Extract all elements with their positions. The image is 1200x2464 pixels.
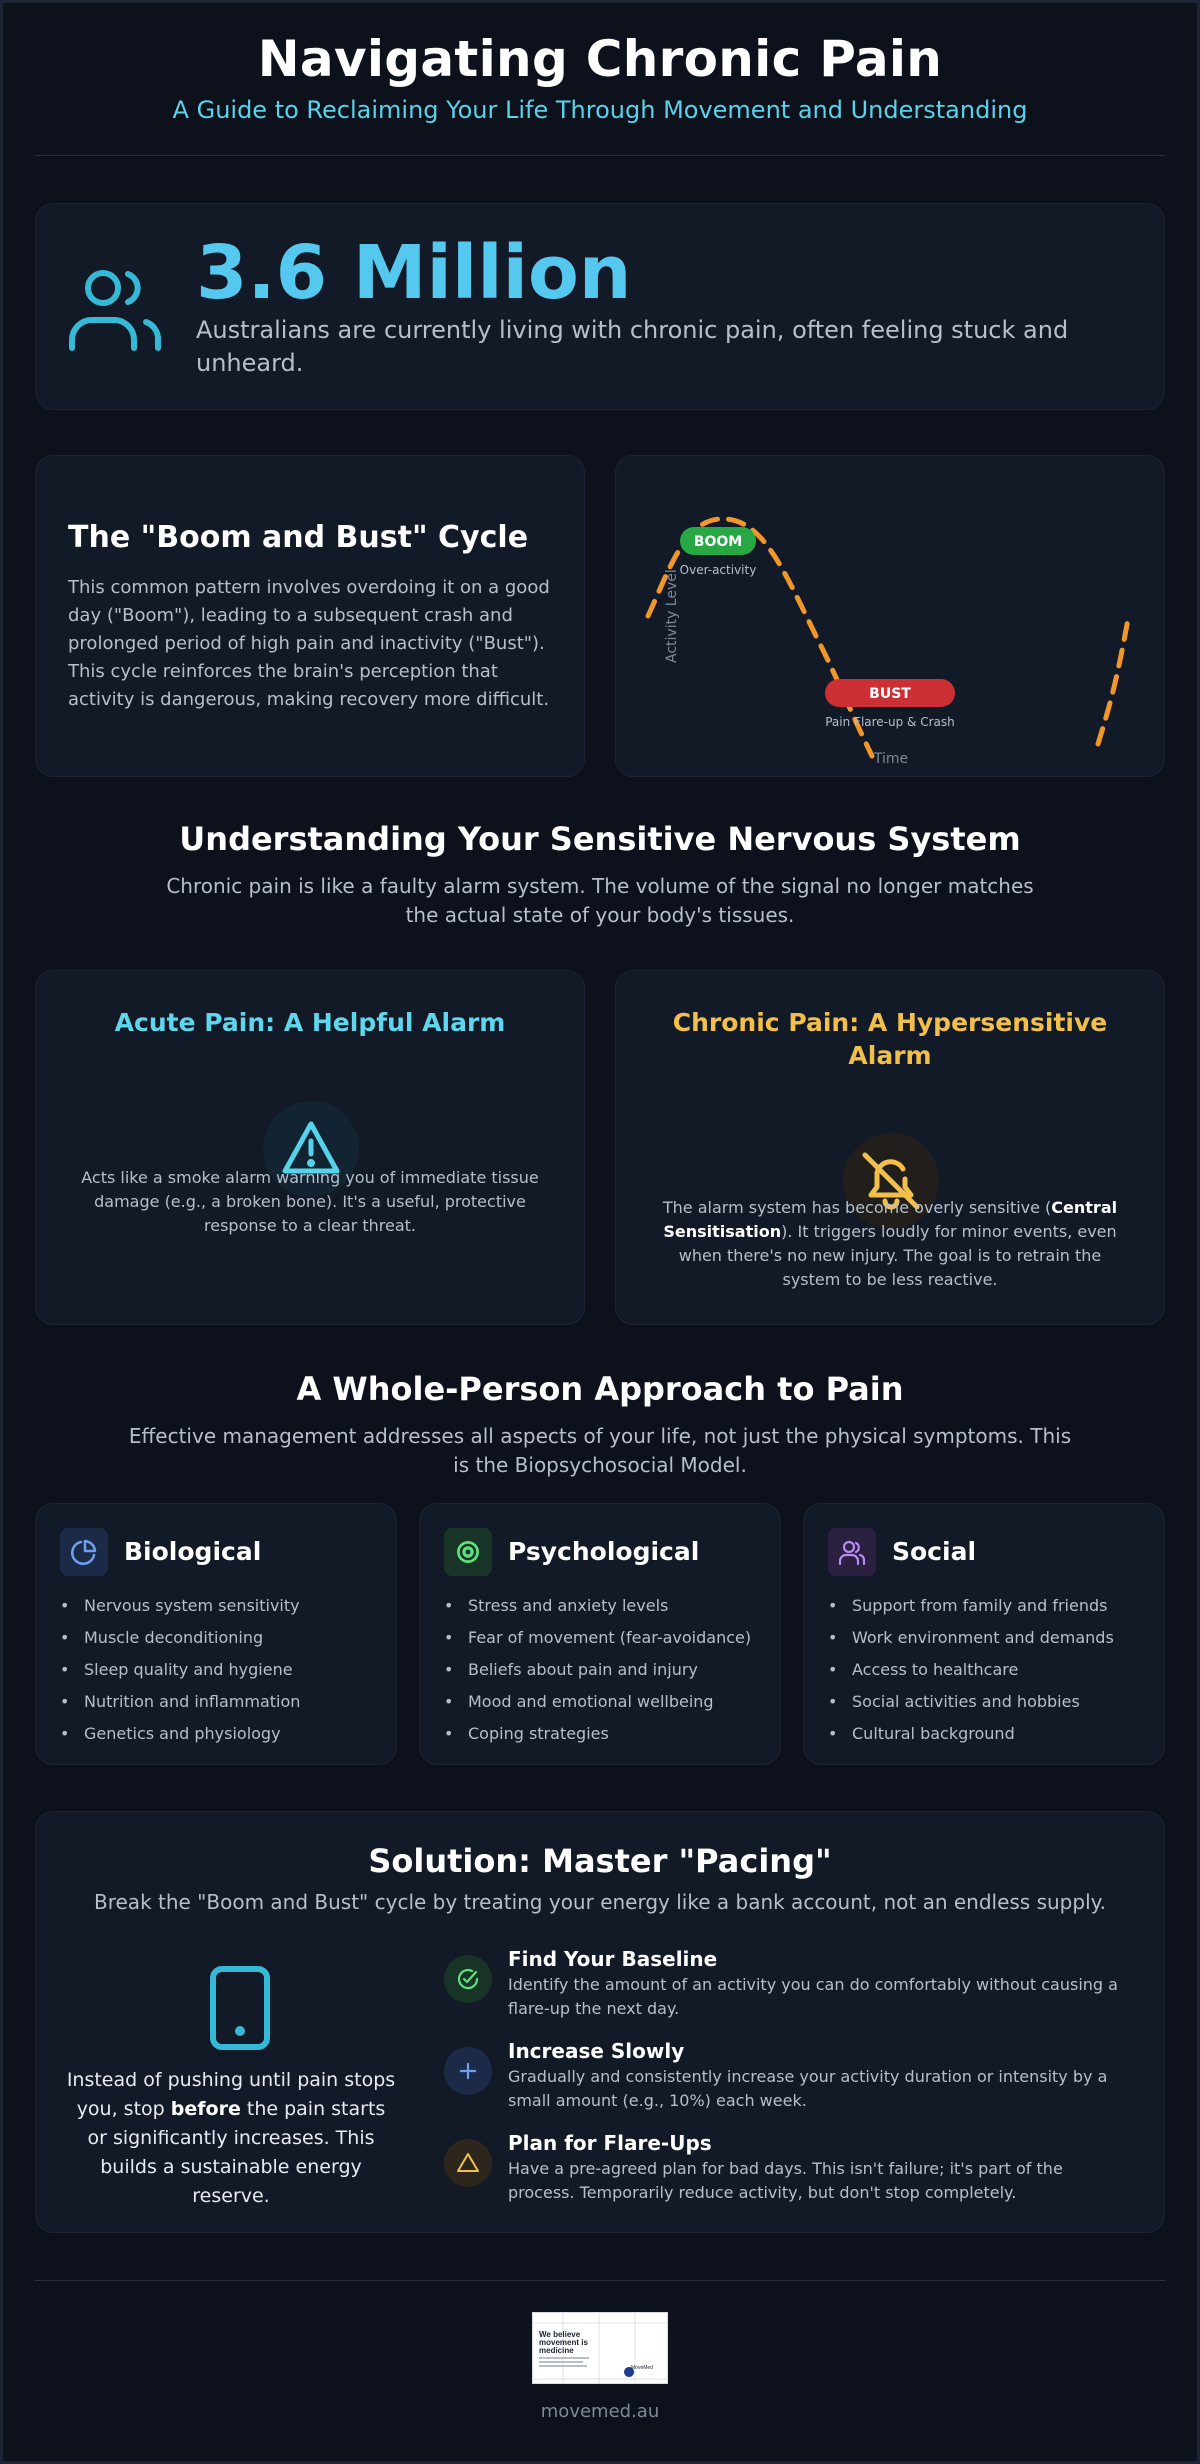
list-item: Coping strategies — [444, 1718, 751, 1750]
acute-pain-title: Acute Pain: A Helpful Alarm — [114, 1008, 506, 1037]
logo-brand: MoveMed — [631, 2365, 653, 2371]
whole-person-section: A Whole-Person Approach to Pain Effectiv… — [35, 1370, 1165, 1480]
social-title: Social — [892, 1537, 977, 1566]
step-body: Identify the amount of an activity you c… — [508, 1975, 1118, 2018]
psychological-card: Psychological Stress and anxiety levels … — [419, 1503, 781, 1765]
list-item: Work environment and demands — [828, 1622, 1114, 1654]
step-title: Increase Slowly — [508, 2039, 685, 2063]
whole-person-title: A Whole-Person Approach to Pain — [296, 1370, 904, 1408]
list-item: Cultural background — [828, 1718, 1114, 1750]
chronic-pain-card: Chronic Pain: A Hypersensitive Alarm The… — [615, 970, 1165, 1325]
logo-tagline: We believe movement is medicine — [539, 2330, 588, 2355]
stat-value: 3.6 Million — [196, 230, 632, 316]
boom-bust-title: The "Boom and Bust" Cycle — [68, 520, 529, 555]
pacing-note: Instead of pushing until pain stops you,… — [66, 2066, 396, 2211]
list-item: Muscle deconditioning — [60, 1622, 300, 1654]
movemed-logo-image[interactable]: We believe movement is medicine MoveMed — [532, 2312, 668, 2384]
boom-badge: BOOM — [694, 534, 742, 550]
list-item: Social activities and hobbies — [828, 1686, 1114, 1718]
bust-badge: BUST — [869, 686, 911, 702]
list-item: Fear of movement (fear-avoidance) — [444, 1622, 751, 1654]
step-title: Find Your Baseline — [508, 1947, 718, 1971]
chronic-pain-title: Chronic Pain: A Hypersensitive Alarm — [672, 1008, 1108, 1070]
plus-icon — [444, 2047, 492, 2095]
page-header: Navigating Chronic Pain A Guide to Recla… — [35, 30, 1165, 124]
step-title: Plan for Flare-Ups — [508, 2131, 712, 2155]
pacing-note-post: the pain starts or significantly increas… — [87, 2098, 386, 2207]
people-icon — [828, 1528, 876, 1576]
psychological-title: Psychological — [508, 1537, 700, 1566]
page-subtitle: A Guide to Reclaiming Your Life Through … — [172, 96, 1028, 124]
social-card: Social Support from family and friends W… — [803, 1503, 1165, 1765]
chronic-pain-body: The alarm system has become overly sensi… — [656, 1196, 1124, 1292]
chronic-pain-body-post: ). It triggers loudly for minor events, … — [678, 1222, 1117, 1289]
pacing-solution-card: Solution: Master "Pacing" Break the "Boo… — [35, 1811, 1165, 2233]
footer-divider — [35, 2280, 1165, 2281]
chronic-pain-body-pre: The alarm system has become overly sensi… — [662, 1198, 1052, 1217]
pacing-note-pre: Instead of pushing until pain stops you,… — [66, 2069, 396, 2120]
warning-triangle-icon — [444, 2139, 492, 2187]
x-axis-label: Time — [873, 751, 908, 767]
list-item: Nervous system sensitivity — [60, 1590, 300, 1622]
biological-list: Nervous system sensitivity Muscle decond… — [60, 1590, 300, 1750]
footer-url[interactable]: movemed.au — [540, 2401, 660, 2422]
list-item: Support from family and friends — [828, 1590, 1114, 1622]
boom-badge-bg — [680, 527, 756, 555]
activity-curve — [645, 516, 875, 759]
central-sensitisation-term: Central Sensitisation — [663, 1198, 1118, 1241]
users-icon — [66, 264, 166, 354]
list-item: Access to healthcare — [828, 1654, 1114, 1686]
list-item: Sleep quality and hygiene — [60, 1654, 300, 1686]
phone-icon — [208, 1964, 272, 2056]
check-circle-icon — [444, 1955, 492, 2003]
social-list: Support from family and friends Work env… — [828, 1590, 1114, 1750]
step-body: Gradually and consistently increase your… — [508, 2067, 1108, 2110]
boom-caption: Over-activity — [680, 563, 757, 577]
solution-title: Solution: Master "Pacing" — [368, 1842, 832, 1880]
activity-curve-recovery — [1095, 616, 1131, 747]
biological-title: Biological — [124, 1537, 262, 1566]
y-axis-label: Activity Level — [664, 569, 680, 663]
list-item: Mood and emotional wellbeing — [444, 1686, 751, 1718]
warning-triangle-icon — [263, 1101, 359, 1197]
psychological-list: Stress and anxiety levels Fear of moveme… — [444, 1590, 751, 1750]
stat-description: Australians are currently living with ch… — [196, 316, 1069, 377]
list-item: Genetics and physiology — [60, 1718, 300, 1750]
pacing-note-emphasis: before — [170, 2098, 241, 2120]
nervous-system-section: Understanding Your Sensitive Nervous Sys… — [35, 820, 1165, 930]
acute-pain-card: Acute Pain: A Helpful Alarm Acts like a … — [35, 970, 585, 1325]
pie-chart-icon — [60, 1528, 108, 1576]
biological-card: Biological Nervous system sensitivity Mu… — [35, 1503, 397, 1765]
bust-badge-bg — [825, 679, 955, 707]
list-item: Stress and anxiety levels — [444, 1590, 751, 1622]
boom-bust-diagram: Activity Level Time BOOM Over-activity B… — [615, 455, 1165, 777]
page-title: Navigating Chronic Pain — [257, 30, 943, 88]
stat-card: 3.6 Million Australians are currently li… — [35, 203, 1165, 410]
bust-caption: Pain Flare-up & Crash — [825, 715, 955, 729]
boom-bust-card: The "Boom and Bust" Cycle This common pa… — [35, 455, 585, 777]
boom-bust-body: This common pattern involves overdoing i… — [68, 577, 550, 710]
solution-lead: Break the "Boom and Bust" cycle by treat… — [94, 1890, 1106, 1914]
header-divider — [35, 155, 1165, 156]
list-item: Beliefs about pain and injury — [444, 1654, 751, 1686]
nervous-system-title: Understanding Your Sensitive Nervous Sys… — [179, 820, 1021, 858]
nervous-system-intro: Chronic pain is like a faulty alarm syst… — [166, 874, 1034, 927]
whole-person-intro: Effective management addresses all aspec… — [128, 1424, 1072, 1477]
step-body: Have a pre-agreed plan for bad days. Thi… — [508, 2159, 1063, 2202]
target-icon — [444, 1528, 492, 1576]
acute-pain-body: Acts like a smoke alarm warning you of i… — [81, 1168, 539, 1235]
list-item: Nutrition and inflammation — [60, 1686, 300, 1718]
bell-off-icon — [843, 1133, 939, 1229]
